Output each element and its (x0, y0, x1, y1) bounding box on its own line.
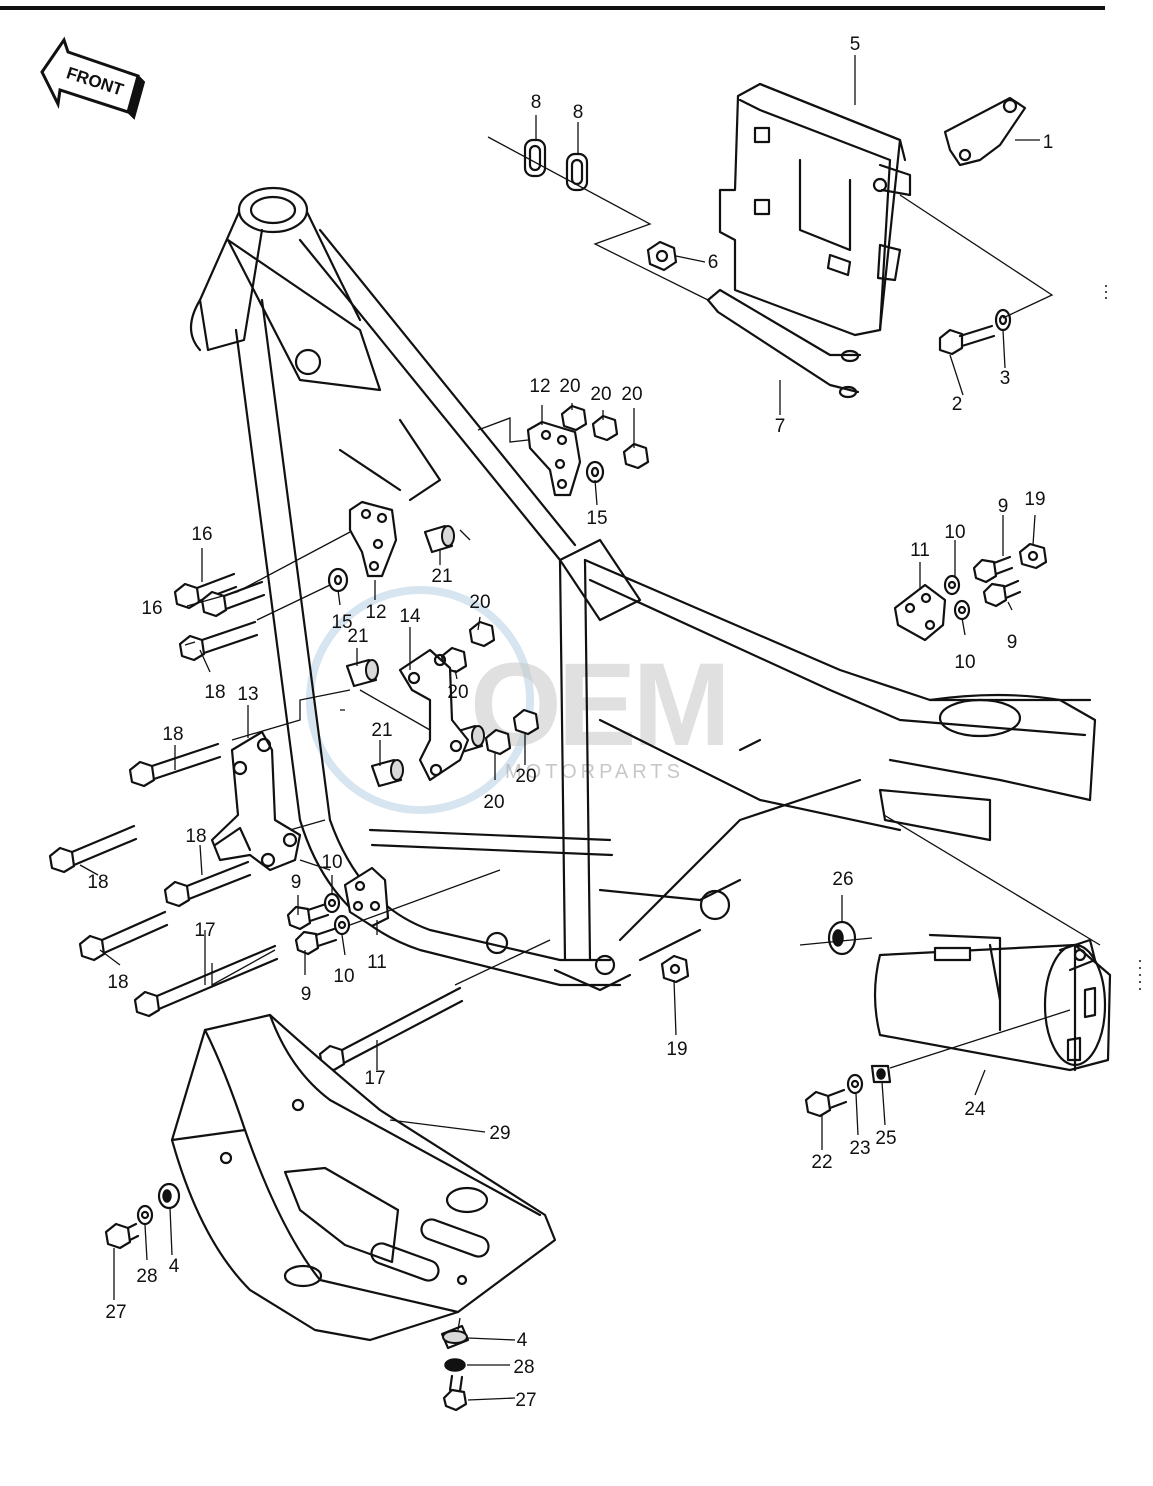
part-4-grommets (157, 1182, 470, 1350)
callout-18: 18 (162, 724, 183, 745)
part-12-bracket-mid (348, 500, 398, 578)
callout-20: 20 (447, 682, 468, 703)
part-5-cover (718, 82, 912, 337)
callout-11: 11 (367, 952, 387, 973)
callout-16: 16 (141, 598, 162, 619)
callout-8: 8 (573, 102, 584, 123)
part-11-plate-left (343, 866, 390, 928)
callout-17: 17 (364, 1068, 385, 1089)
callout-21: 21 (431, 566, 452, 587)
front-arrow: FRONT (40, 36, 146, 120)
part-12-bracket-top (526, 420, 582, 497)
callout-10: 10 (944, 522, 965, 543)
callout-10: 10 (333, 966, 354, 987)
callout-2: 2 (952, 394, 963, 415)
callout-27: 27 (515, 1390, 536, 1411)
callout-8: 8 (531, 92, 542, 113)
callout-12: 12 (365, 602, 386, 623)
callout-5: 5 (850, 34, 861, 55)
callout-9: 9 (998, 496, 1009, 517)
part-19-nut-left (660, 954, 690, 984)
part-28-washers (136, 1204, 466, 1372)
part-11-plate-right (893, 583, 947, 642)
callout-11: 11 (910, 540, 930, 561)
part-3-washer (994, 308, 1012, 332)
callout-20: 20 (621, 384, 642, 405)
callout-7: 7 (775, 416, 786, 437)
part-27-bolts (104, 1222, 468, 1412)
callout-9: 9 (291, 872, 302, 893)
callout-19: 19 (666, 1039, 687, 1060)
callout-20: 20 (469, 592, 490, 613)
part-18-bolts (48, 620, 259, 962)
frame (189, 186, 1097, 992)
callout-4: 4 (169, 1256, 180, 1277)
part-14-plate (398, 648, 470, 782)
callout-15: 15 (331, 612, 352, 633)
part-17-bolts (133, 944, 464, 1072)
part-16-bolts (173, 572, 266, 618)
part-10-washers-left (323, 892, 351, 936)
callout-18: 18 (204, 682, 225, 703)
callout-27: 27 (105, 1302, 126, 1323)
callout-1: 1 (1043, 132, 1054, 153)
part-8-grommets (523, 138, 589, 192)
watermark-tagline: MOTORPARTS (505, 761, 684, 783)
callout-29: 29 (489, 1123, 510, 1144)
callout-23: 23 (849, 1138, 870, 1159)
callout-6: 6 (708, 252, 719, 273)
callout-21: 21 (371, 720, 392, 741)
callout-18: 18 (185, 826, 206, 847)
part-29-skid-plate (170, 1013, 557, 1342)
callout-26: 26 (832, 869, 853, 890)
part-2-bolt (938, 324, 996, 356)
callout-20: 20 (559, 376, 580, 397)
part-26-grommet (827, 920, 857, 956)
callout-20: 20 (483, 792, 504, 813)
callout-28: 28 (513, 1357, 534, 1378)
callout-10: 10 (321, 852, 342, 873)
callout-20: 20 (515, 766, 536, 787)
callout-22: 22 (811, 1152, 832, 1173)
watermark: OEM MOTORPARTS (306, 586, 731, 814)
callout-20: 20 (590, 384, 611, 405)
callout-25: 25 (875, 1128, 896, 1149)
part-25-spacer (870, 1064, 892, 1084)
callout-21: 21 (347, 626, 368, 647)
callout-15: 15 (586, 508, 607, 529)
callout-24: 24 (964, 1099, 986, 1120)
part-22-bolt (804, 1088, 848, 1118)
callout-3: 3 (1000, 368, 1011, 389)
callout-4: 4 (517, 1330, 528, 1351)
callout-14: 14 (399, 606, 421, 627)
leader-lines (79, 55, 1101, 1401)
callout-13: 13 (237, 684, 258, 705)
callout-18: 18 (87, 872, 108, 893)
part-24-cylinder (873, 933, 1112, 1072)
part-23-washer (846, 1073, 864, 1095)
part-1-bracket (943, 96, 1027, 167)
part-13-plate (210, 730, 302, 872)
part-7-strap (706, 288, 862, 399)
watermark-ring (306, 586, 534, 814)
callout-17: 17 (194, 920, 215, 941)
callout-16: 16 (191, 524, 212, 545)
part-10-washers-right (943, 574, 971, 621)
part-19-nut-right (1018, 542, 1048, 570)
part-9-bolts-left (286, 902, 338, 956)
watermark-logo: OEM (470, 639, 727, 771)
part-9-bolts-right (972, 555, 1022, 608)
callout-10: 10 (954, 652, 975, 673)
callout-19: 19 (1024, 489, 1045, 510)
callout-9: 9 (301, 984, 312, 1005)
callout-18: 18 (107, 972, 128, 993)
callout-9: 9 (1007, 632, 1018, 653)
callout-labels: 1 2 3 4 4 5 6 7 8 8 9 9 9 9 10 10 10 10 … (87, 34, 1053, 1411)
callout-28: 28 (136, 1266, 157, 1287)
part-6-nut (646, 240, 678, 272)
callout-12: 12 (529, 376, 550, 397)
